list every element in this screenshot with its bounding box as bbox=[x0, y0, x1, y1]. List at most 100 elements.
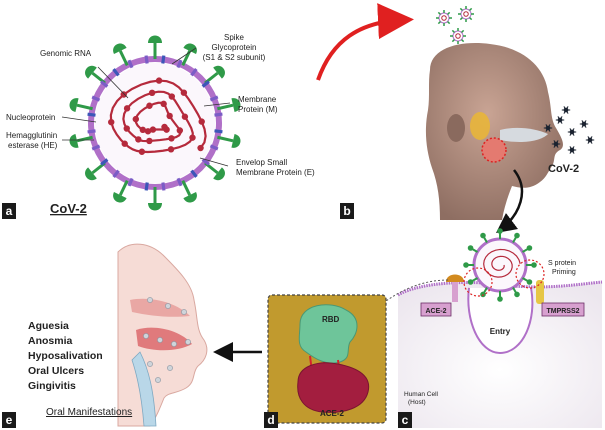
spike-stalk bbox=[181, 180, 192, 196]
spike-head bbox=[148, 203, 162, 211]
nucleoprotein-bead bbox=[146, 137, 153, 145]
panel-e-tag bbox=[2, 412, 16, 428]
membrane-protein bbox=[91, 144, 101, 151]
nasal-cavity bbox=[130, 298, 190, 317]
exhaled-virion bbox=[567, 128, 577, 136]
ace2-receptor bbox=[452, 280, 458, 302]
membrane-protein bbox=[127, 59, 134, 69]
virion-c-spike-head bbox=[526, 279, 533, 285]
membrane-protein bbox=[190, 169, 198, 178]
label-entry: Entry bbox=[490, 327, 511, 336]
membrane-protein bbox=[91, 95, 101, 102]
exhaled-virion-spike bbox=[555, 143, 559, 148]
membrane-protein bbox=[209, 95, 219, 102]
virion-rna bbox=[463, 11, 469, 17]
membrane-protein bbox=[201, 80, 210, 88]
label-he-1: Hemagglutinin bbox=[6, 131, 57, 140]
membrane-protein bbox=[112, 68, 120, 77]
membrane-protein bbox=[176, 177, 183, 187]
spike-head bbox=[85, 167, 97, 181]
virion-body bbox=[452, 30, 464, 42]
virion-c-spike-head bbox=[467, 245, 474, 251]
oral-virion bbox=[165, 303, 171, 309]
virion-rna bbox=[441, 15, 447, 21]
virion-spike bbox=[437, 11, 441, 15]
exhaled-virion-spike bbox=[571, 146, 575, 151]
membrane-protein bbox=[214, 129, 223, 134]
virion-spike bbox=[469, 7, 473, 11]
human-head bbox=[425, 43, 563, 221]
exhaled-virion-spike bbox=[547, 124, 551, 129]
oral-virion bbox=[155, 377, 161, 383]
label-he-2: esterase (HE) bbox=[8, 141, 58, 150]
exhaled-virion-spike bbox=[569, 128, 573, 133]
label-spike-3: (S1 & S2 subunit) bbox=[203, 53, 266, 62]
exhaled-virion-spike bbox=[569, 146, 573, 151]
exhaled-virions bbox=[543, 106, 595, 154]
panel-d-letter: d bbox=[267, 413, 274, 427]
spike-stalk bbox=[76, 103, 93, 111]
red-arrow bbox=[316, 3, 414, 81]
membrane-protein bbox=[127, 177, 134, 187]
oral-virion bbox=[143, 333, 149, 339]
membrane-protein bbox=[144, 182, 149, 191]
host-cell bbox=[398, 282, 602, 428]
membrane-protein bbox=[209, 144, 219, 151]
exhaled-virion-spike bbox=[545, 124, 549, 129]
virion-rna bbox=[455, 33, 461, 39]
label-nucleoprotein: Nucleoprotein bbox=[6, 113, 55, 122]
membrane-protein bbox=[161, 182, 166, 191]
nucleoprotein-bead bbox=[176, 127, 184, 134]
exhaled-virion-spike bbox=[569, 131, 573, 136]
virion-spike bbox=[451, 29, 455, 33]
symptom-item: Hyposalivation bbox=[28, 350, 103, 362]
oral-virions bbox=[143, 297, 191, 383]
nucleoprotein-bead bbox=[198, 118, 205, 125]
arrow-b-to-c bbox=[496, 169, 524, 234]
exhaled-virion-spike bbox=[569, 149, 573, 154]
teeth bbox=[500, 127, 548, 142]
nucleoprotein-bead bbox=[168, 135, 175, 142]
exhaled-virion-spike bbox=[557, 116, 561, 121]
exhaled-virion-spike bbox=[581, 123, 585, 128]
ace2-box bbox=[420, 302, 452, 317]
spike-stalk bbox=[217, 103, 234, 111]
panel-b-virus-label: CoV-2 bbox=[548, 163, 579, 175]
exhaled-virion bbox=[555, 116, 565, 124]
oral-virion bbox=[167, 365, 173, 371]
nucleoprotein-bead bbox=[155, 77, 163, 84]
exhaled-virion-spike bbox=[565, 106, 569, 111]
priming-highlight bbox=[515, 259, 545, 289]
exhaled-virion-spike bbox=[587, 139, 591, 144]
nucleoprotein-bead bbox=[121, 140, 128, 147]
nucleoprotein-bead bbox=[168, 93, 176, 100]
label-membrane-1: Membrane bbox=[238, 95, 277, 104]
label-spike-1: Spike bbox=[224, 33, 245, 42]
panel-b: CoV-2 b bbox=[340, 6, 595, 221]
exhaled-virion-spike bbox=[565, 109, 569, 114]
virion-c-spike-head bbox=[467, 279, 474, 285]
virion-spike bbox=[459, 7, 463, 11]
exhaled-virion bbox=[567, 146, 577, 154]
virion-small bbox=[458, 6, 474, 22]
membrane-protein bbox=[214, 112, 223, 117]
oral-virion bbox=[181, 309, 187, 315]
virion-small bbox=[436, 10, 452, 26]
label-ace2-d: ACE-2 bbox=[320, 409, 345, 418]
virion-c-spike-head bbox=[497, 296, 503, 302]
nucleoprotein-bead bbox=[197, 144, 204, 152]
label-genomic-rna: Genomic RNA bbox=[40, 49, 92, 58]
spike-stalk bbox=[217, 135, 234, 143]
nucleoprotein-bead bbox=[180, 89, 188, 96]
spike-head bbox=[231, 133, 241, 148]
nucleoprotein-bead bbox=[167, 146, 175, 153]
membrane-protein bbox=[112, 169, 120, 178]
exhaled-virion-spike bbox=[583, 123, 587, 128]
exhaled-virion-spike bbox=[587, 136, 591, 141]
nucleoprotein-bead bbox=[120, 91, 127, 98]
label-cell-2: (Host) bbox=[408, 399, 426, 406]
panel-a-title: CoV-2 bbox=[50, 201, 87, 216]
virion-c-spike-head bbox=[514, 232, 520, 239]
virion-spike bbox=[437, 21, 441, 25]
